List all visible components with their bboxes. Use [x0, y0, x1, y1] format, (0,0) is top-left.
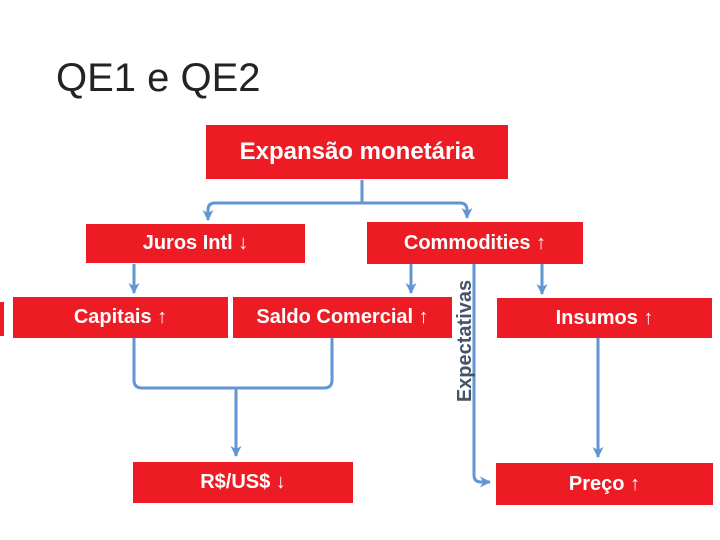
box-cambio-rs-usd: R$/US$ ↓ [133, 462, 353, 503]
box-preco: Preço ↑ [496, 463, 713, 505]
box-expansao-monetaria-label: Expansão monetária [239, 138, 475, 165]
clipped-box-left-edge [0, 302, 4, 336]
box-insumos-label: Insumos ↑ [555, 306, 654, 329]
connector-capitais-saldo-merge [132, 338, 334, 390]
box-juros-intl-label: Juros Intl ↓ [142, 232, 249, 254]
box-insumos: Insumos ↑ [497, 298, 712, 338]
expectativas-label: Expectativas [454, 279, 476, 403]
connector-expectativas [472, 264, 491, 488]
connector-expansao-to-commodities [362, 201, 473, 219]
slide-title: QE1 e QE2 [56, 56, 261, 100]
box-preco-label: Preço ↑ [568, 472, 641, 495]
connector-expansao-to-juros [202, 201, 362, 221]
box-cambio-rs-usd-label: R$/US$ ↓ [200, 471, 286, 493]
box-saldo-comercial: Saldo Comercial ↑ [233, 297, 452, 338]
box-commodities: Commodities ↑ [367, 222, 583, 264]
box-juros-intl: Juros Intl ↓ [86, 224, 305, 263]
box-commodities-label: Commodities ↑ [403, 231, 547, 254]
box-saldo-comercial-label: Saldo Comercial ↑ [256, 306, 429, 328]
box-capitais: Capitais ↑ [13, 297, 228, 338]
box-capitais-label: Capitais ↑ [73, 306, 168, 328]
box-expansao-monetaria: Expansão monetária [206, 125, 508, 179]
